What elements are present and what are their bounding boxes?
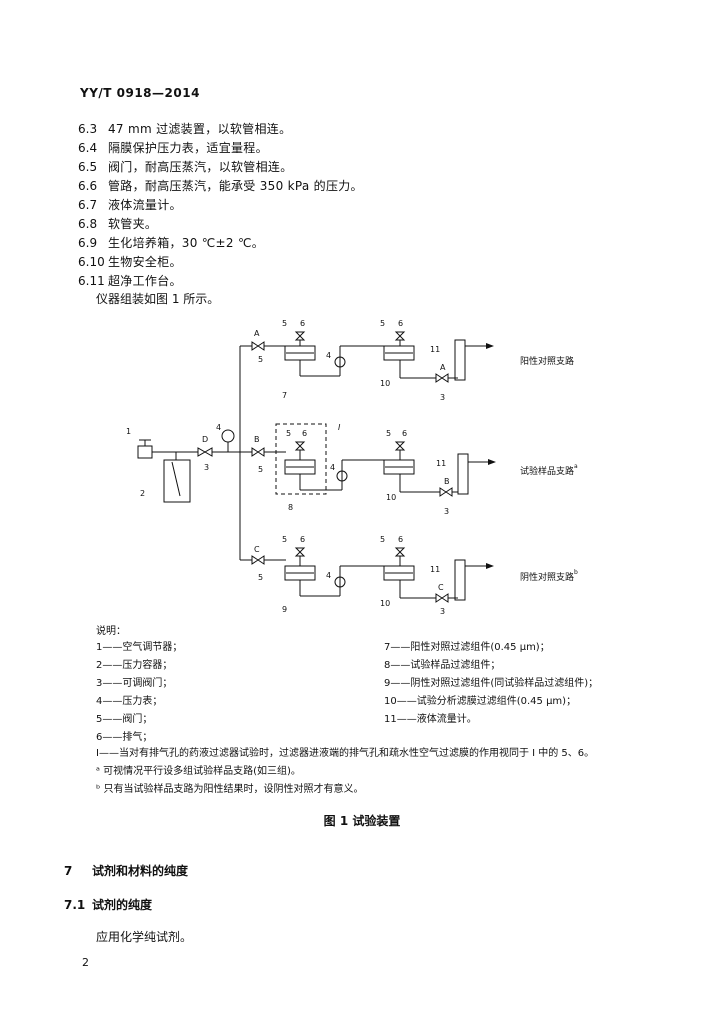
label-5: 5 (258, 355, 263, 364)
label-8: 8 (288, 503, 293, 512)
pressure-gauge (334, 576, 346, 588)
label-4: 4 (326, 351, 331, 360)
valve-C (251, 555, 265, 565)
label-3: 3 (444, 507, 449, 516)
valve-D (197, 447, 213, 457)
pressure-gauge (221, 429, 235, 443)
label-5: 5 (282, 535, 287, 544)
label-11: 11 (436, 459, 446, 468)
paragraph: 应用化学纯试剂。 (96, 930, 193, 944)
figure-intro: 仪器组装如图 1 所示。 (96, 292, 220, 306)
label-6: 6 (300, 319, 305, 328)
air-regulator (137, 445, 153, 459)
label-9: 9 (282, 605, 287, 614)
standard-number: YY/T 0918—2014 (80, 86, 200, 100)
label-A: A (254, 329, 260, 338)
label-3: 3 (204, 463, 209, 472)
label-4: 4 (216, 423, 221, 432)
label-6: 6 (300, 535, 305, 544)
label-5: 5 (386, 429, 391, 438)
pressure-gauge (336, 470, 348, 482)
label-A: A (440, 363, 446, 372)
label-10: 10 (380, 599, 390, 608)
label-11: 11 (430, 565, 440, 574)
pressure-vessel (163, 459, 191, 503)
label-3: 3 (440, 393, 445, 402)
label-1: 1 (126, 427, 131, 436)
label-5: 5 (380, 535, 385, 544)
pressure-gauge (334, 356, 346, 368)
valve-A (251, 341, 265, 351)
label-2: 2 (140, 489, 145, 498)
label-I: I (338, 423, 341, 432)
branch-label-positive: 阳性对照支路 (520, 355, 574, 367)
label-B: B (254, 435, 260, 444)
note-b: ᵇ 只有当试验样品支路为阳性结果时，设阴性对照才有意义。 (96, 784, 364, 795)
label-6: 6 (302, 429, 307, 438)
label-10: 10 (380, 379, 390, 388)
page-number: 2 (82, 956, 89, 969)
label-5: 5 (258, 465, 263, 474)
dashed-box-I (275, 423, 327, 495)
label-5: 5 (282, 319, 287, 328)
label-C: C (254, 545, 260, 554)
footnote-mark-a: a (574, 463, 578, 470)
label-6: 6 (398, 319, 403, 328)
label-5: 5 (258, 573, 263, 582)
valve-B (251, 447, 265, 457)
label-5: 5 (286, 429, 291, 438)
label-4: 4 (330, 463, 335, 472)
figure-caption: 图 1 试验装置 (323, 814, 401, 828)
branch-label-negative: 阴性对照支路 (520, 571, 574, 583)
label-3: 3 (440, 607, 445, 616)
label-C: C (438, 583, 444, 592)
label-6: 6 (402, 429, 407, 438)
label-10: 10 (386, 493, 396, 502)
note-I: I——当对有排气孔的药液过滤器试验时，过滤器进液端的排气孔和疏水性空气过滤膜的作… (96, 748, 595, 759)
label-6: 6 (398, 535, 403, 544)
test-apparatus-diagram: 1 2 3 4 D A 5 5 6 5 6 4 7 10 11 A 3 B 5 … (126, 319, 578, 616)
label-11: 11 (430, 345, 440, 354)
label-D: D (202, 435, 208, 444)
label-7: 7 (282, 391, 287, 400)
label-5: 5 (380, 319, 385, 328)
note-a: ᵃ 可视情况平行设多组试验样品支路(如三组)。 (96, 766, 301, 777)
branch-label-test: 试验样品支路 (520, 465, 574, 477)
footnote-mark-b: b (574, 569, 578, 576)
label-4: 4 (326, 571, 331, 580)
label-B: B (444, 477, 450, 486)
